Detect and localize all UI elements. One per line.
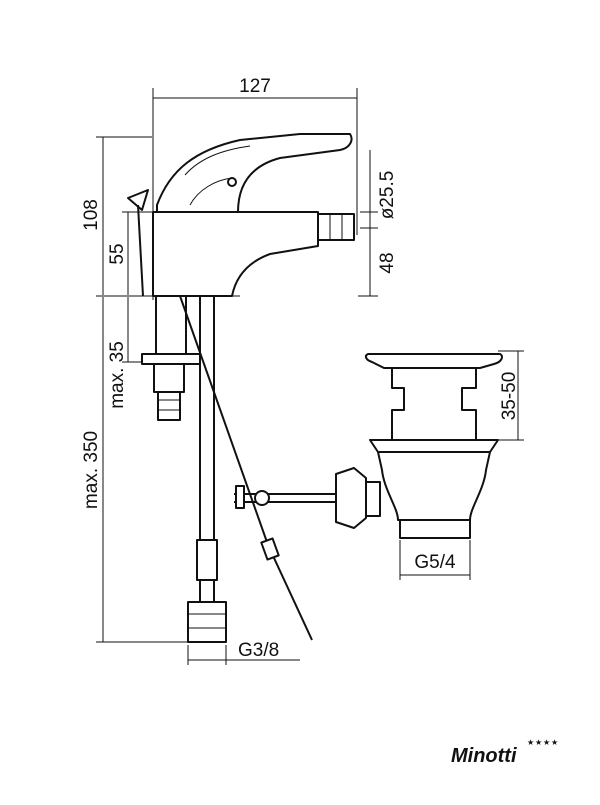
dim-label-g54: G5/4 — [414, 552, 456, 573]
dim-label-diameter: ø25.5 — [377, 171, 398, 220]
dim-label-108: 108 — [81, 199, 102, 231]
mixer-body — [127, 133, 355, 297]
dim-label-g38: G3/8 — [238, 640, 279, 661]
dim-label-48: 48 — [377, 252, 398, 273]
brand-logo: Minotti ★ ★ ★ ★ — [451, 738, 558, 767]
dim-label-max-350: max. 350 — [81, 431, 102, 509]
dimension-drain-thread: G5/4 — [399, 540, 471, 580]
svg-text:★: ★ — [551, 738, 558, 747]
dimension-hose-thread: G3/8 — [187, 640, 300, 665]
dim-label-127: 127 — [239, 76, 271, 97]
dimension-height-108: 108 — [81, 136, 152, 295]
dimension-max-35: max. 35 — [107, 297, 142, 409]
dim-label-35-50: 35-50 — [499, 372, 520, 421]
svg-text:★: ★ — [527, 738, 534, 747]
dimension-aerator: ø25.5 48 — [358, 150, 398, 297]
svg-text:★: ★ — [535, 738, 542, 747]
drain-assembly — [234, 353, 503, 539]
mounting-assembly — [141, 295, 313, 643]
dimension-drain-height: 35-50 — [498, 350, 524, 441]
brand-name: Minotti — [451, 745, 517, 767]
dim-label-max-35: max. 35 — [107, 341, 128, 409]
dimension-width-127: 127 — [152, 76, 358, 300]
star-icon: ★ ★ ★ ★ — [527, 738, 558, 747]
dimension-max-350: max. 350 — [81, 297, 200, 643]
dim-label-55: 55 — [107, 243, 128, 264]
svg-text:★: ★ — [543, 738, 550, 747]
dimension-height-55: 55 — [107, 211, 152, 295]
